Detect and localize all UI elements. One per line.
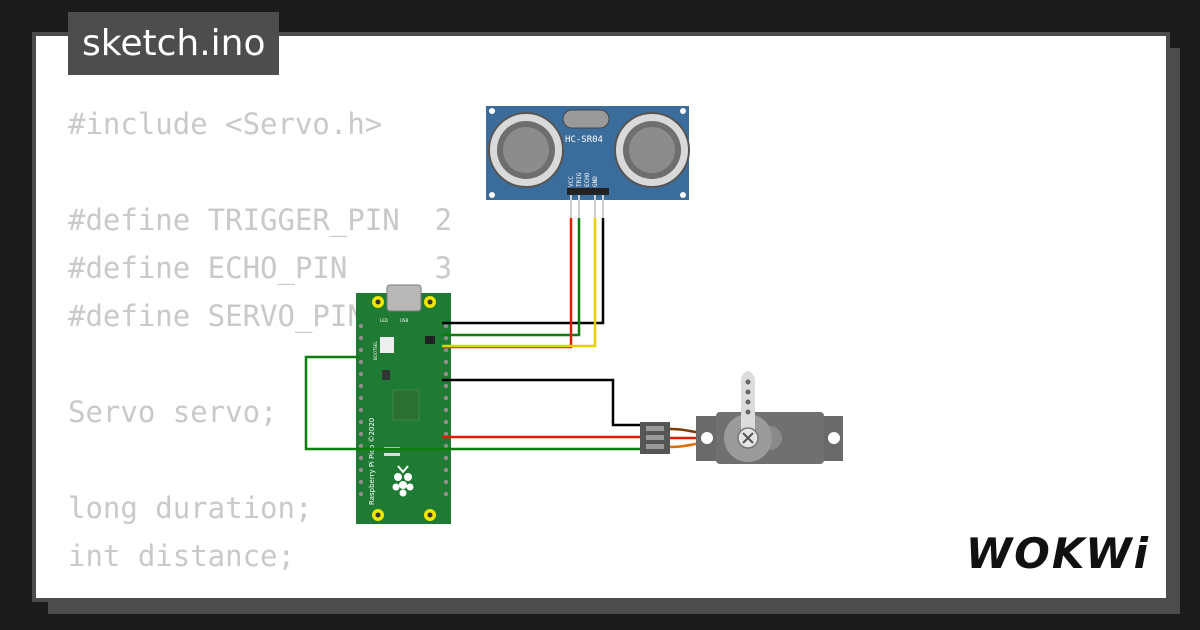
wokwi-logo: WOKWi — [965, 529, 1150, 578]
pico-board[interactable]: LED USB BOOTSEL Raspberry Pi Pico ©2020 — [356, 284, 451, 524]
wires — [304, 218, 642, 451]
code-line: #define ECHO_PIN 3 — [68, 251, 453, 285]
wire-echo — [442, 218, 597, 348]
board-name-label: Raspberry Pi Pico ©2020 — [368, 418, 376, 505]
ultrasonic-sensor[interactable]: HC-SR04 VCC TRIG ECHO GND — [486, 106, 690, 218]
code-line: #include <Servo.h> — [68, 107, 383, 141]
servo-motor[interactable] — [640, 371, 843, 464]
pin-label-vcc: VCC — [568, 176, 575, 187]
rp2040-chip — [392, 389, 420, 421]
code-line: int distance; — [68, 539, 295, 573]
usb-label: USB — [400, 318, 408, 323]
crystal-oscillator — [562, 109, 610, 129]
raspberry-logo-icon — [392, 465, 414, 497]
pin-label-gnd: GND — [592, 176, 599, 187]
wire-vcc-sensor — [442, 218, 573, 349]
led-label: LED — [380, 318, 388, 323]
pin-label-trig: TRIG — [576, 172, 583, 187]
code-line: Servo servo; — [68, 395, 278, 429]
pin-label-echo: ECHO — [584, 172, 591, 187]
wire-trig — [442, 218, 581, 337]
code-line: long duration; — [68, 491, 313, 525]
wire-servo-signal — [304, 355, 642, 451]
servo-screw-icon — [742, 432, 754, 444]
transducer-left — [488, 112, 564, 188]
bootsel-label: BOOTSEL — [373, 341, 378, 360]
sensor-model-label: HC-SR04 — [565, 135, 603, 145]
wire-gnd-sensor — [442, 218, 605, 325]
transducer-right — [614, 112, 690, 188]
code-line: #define TRIGGER_PIN 2 — [68, 203, 453, 237]
code-background: #include <Servo.h> #define TRIGGER_PIN 2 #… — [68, 100, 452, 580]
bootsel-button[interactable] — [380, 337, 394, 353]
usb-connector — [386, 284, 422, 312]
file-tab[interactable]: sketch.ino — [68, 12, 280, 75]
wire-gnd-servo — [442, 378, 642, 427]
pin-header — [567, 188, 609, 195]
